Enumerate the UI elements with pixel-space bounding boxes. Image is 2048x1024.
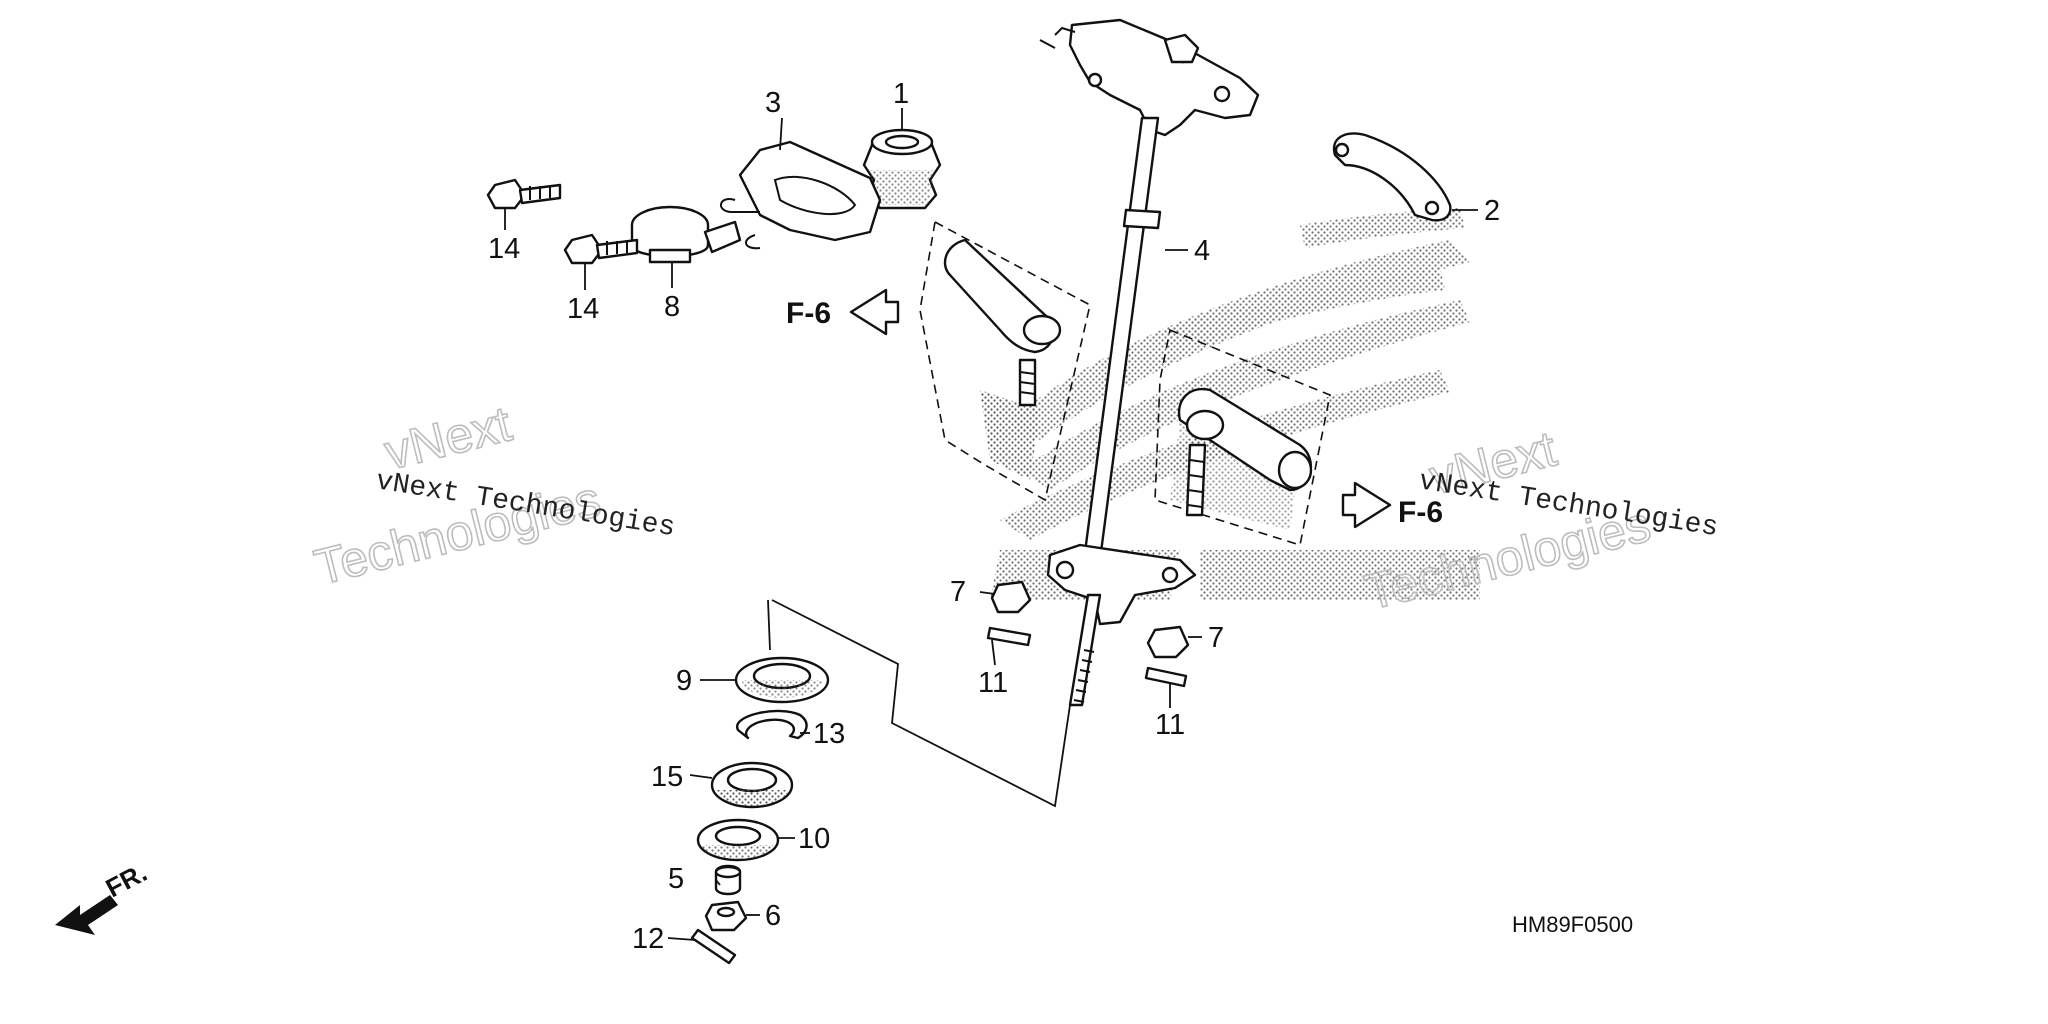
- callout-8: 8: [664, 291, 680, 323]
- cotter-pin-left: [986, 626, 1032, 647]
- ref-arrow-right: [1341, 481, 1392, 529]
- cotter-pin-12: [690, 928, 737, 965]
- callout-2: 2: [1484, 195, 1500, 227]
- callout-4: 4: [1194, 235, 1210, 267]
- oil-seal-9: [734, 656, 830, 704]
- ref-arrow-left: [849, 288, 900, 336]
- callout-11-right: 11: [1155, 709, 1185, 741]
- callout-14-upper: 14: [488, 233, 520, 265]
- steering-shaft: [1039, 18, 1260, 707]
- callout-11-left: 11: [978, 667, 1008, 699]
- callout-15: 15: [651, 761, 683, 793]
- front-arrow-icon: [55, 895, 118, 935]
- watermark-left: vNext Technologies vNext Technologies: [308, 395, 677, 597]
- castle-nut-6: [704, 900, 748, 932]
- callout-12: 12: [632, 923, 664, 955]
- collar-5: [714, 864, 742, 896]
- castle-nut-left: [990, 580, 1032, 614]
- cotter-pin-right: [1144, 666, 1188, 688]
- watermark-left-outline-top: vNext: [379, 395, 517, 480]
- circlip-13: [736, 709, 808, 740]
- callout-13: 13: [813, 718, 845, 750]
- tie-rod-end-left: [943, 238, 1062, 407]
- shaft-holder-cap: [1332, 132, 1452, 222]
- leader-lines: [504, 108, 1478, 941]
- flange-bolt-upper: [486, 178, 562, 210]
- tie-rod-end-right: [1177, 387, 1313, 517]
- dashed-group-left: [919, 220, 1091, 502]
- flange-bolt-lower: [563, 233, 639, 265]
- ref-label-right: F-6: [1398, 496, 1443, 529]
- boot-bracket: [720, 140, 882, 250]
- diagram-code: HM89F0500: [1512, 912, 1633, 937]
- rubber-boot: [862, 128, 942, 210]
- ref-label-left: F-6: [786, 297, 831, 330]
- callout-14-lower: 14: [567, 293, 599, 325]
- band-clamp: [630, 205, 742, 264]
- callout-10: 10: [798, 823, 830, 855]
- castle-nut-right: [1146, 625, 1190, 659]
- callout-7-left: 7: [950, 576, 966, 608]
- callout-7-right: 7: [1208, 622, 1224, 654]
- bearing-15: [710, 761, 794, 809]
- assembly-line: [767, 599, 1071, 808]
- callout-9: 9: [676, 665, 692, 697]
- callout-1: 1: [893, 78, 909, 110]
- callout-6: 6: [765, 900, 781, 932]
- oil-seal-10: [696, 818, 780, 862]
- callout-5: 5: [668, 863, 684, 895]
- callout-3: 3: [765, 87, 781, 119]
